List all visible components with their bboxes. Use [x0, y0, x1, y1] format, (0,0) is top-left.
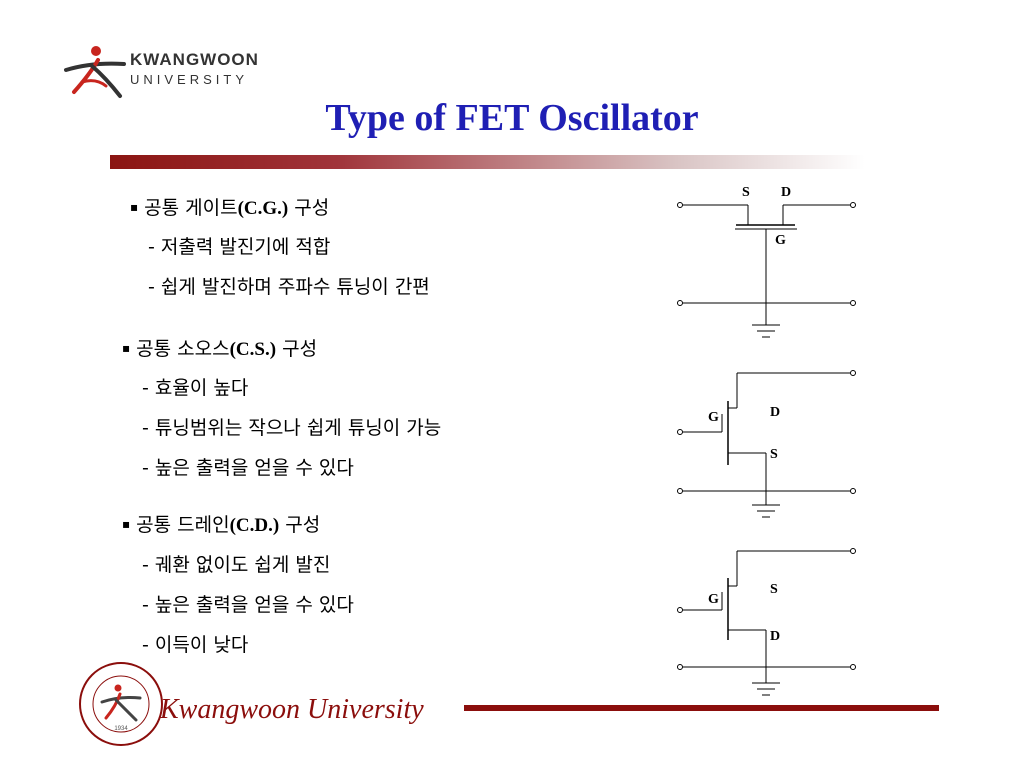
- bullet-icon: ▪: [130, 200, 139, 214]
- svg-text:1934: 1934: [114, 726, 128, 732]
- bullet-icon: ▪: [122, 517, 131, 531]
- university-logo: [62, 42, 252, 100]
- common-gate-circuit: [677, 202, 856, 338]
- list-item: - 쉽게 발진하며 주파수 튜닝이 간편: [148, 276, 430, 298]
- logo-subtext: UNIVERSITY: [130, 72, 249, 87]
- cg-source-label: S: [742, 185, 750, 200]
- page-title: Type of FET Oscillator: [325, 97, 699, 139]
- cd-source-label: S: [770, 582, 778, 597]
- cs-gate-label: G: [708, 410, 719, 425]
- cs-source-label: S: [770, 447, 778, 462]
- logo-wordmark: KWANGWOON: [130, 50, 259, 69]
- title-underline-bar: [110, 155, 865, 169]
- cs-drain-label: D: [770, 405, 780, 420]
- footer-accent-bar: [464, 705, 939, 711]
- list-item: - 효율이 높다: [142, 377, 249, 399]
- cg-gate-label: G: [775, 233, 786, 248]
- list-item: - 이득이 낮다: [142, 634, 249, 656]
- common-drain-circuit: [677, 548, 856, 696]
- list-item: - 높은 출력을 얻을 수 있다: [142, 457, 354, 479]
- logo-emblem-icon: [64, 46, 126, 98]
- bullet-icon: ▪: [122, 341, 131, 355]
- list-item: - 튜닝범위는 작으나 쉽게 튜닝이 가능: [142, 417, 442, 439]
- list-item: - 저출력 발진기에 적합: [148, 236, 331, 258]
- section-heading-cs: ▪공통 소오스(C.S.) 구성: [122, 338, 318, 360]
- cd-drain-label: D: [770, 629, 780, 644]
- university-seal-icon: 1934: [79, 662, 163, 746]
- list-item: - 궤환 없이도 쉽게 발진: [142, 554, 331, 576]
- fet-circuit-diagrams: S D G G D S G S D: [677, 185, 856, 696]
- footer-university-name: Kwangwoon University: [160, 694, 424, 725]
- section-heading-cd: ▪공통 드레인(C.D.) 구성: [122, 514, 321, 536]
- cd-gate-label: G: [708, 592, 719, 607]
- common-source-circuit: [677, 370, 856, 518]
- cg-drain-label: D: [781, 185, 791, 200]
- list-item: - 높은 출력을 얻을 수 있다: [142, 594, 354, 616]
- section-heading-cg: ▪공통 게이트(C.G.) 구성: [130, 197, 330, 219]
